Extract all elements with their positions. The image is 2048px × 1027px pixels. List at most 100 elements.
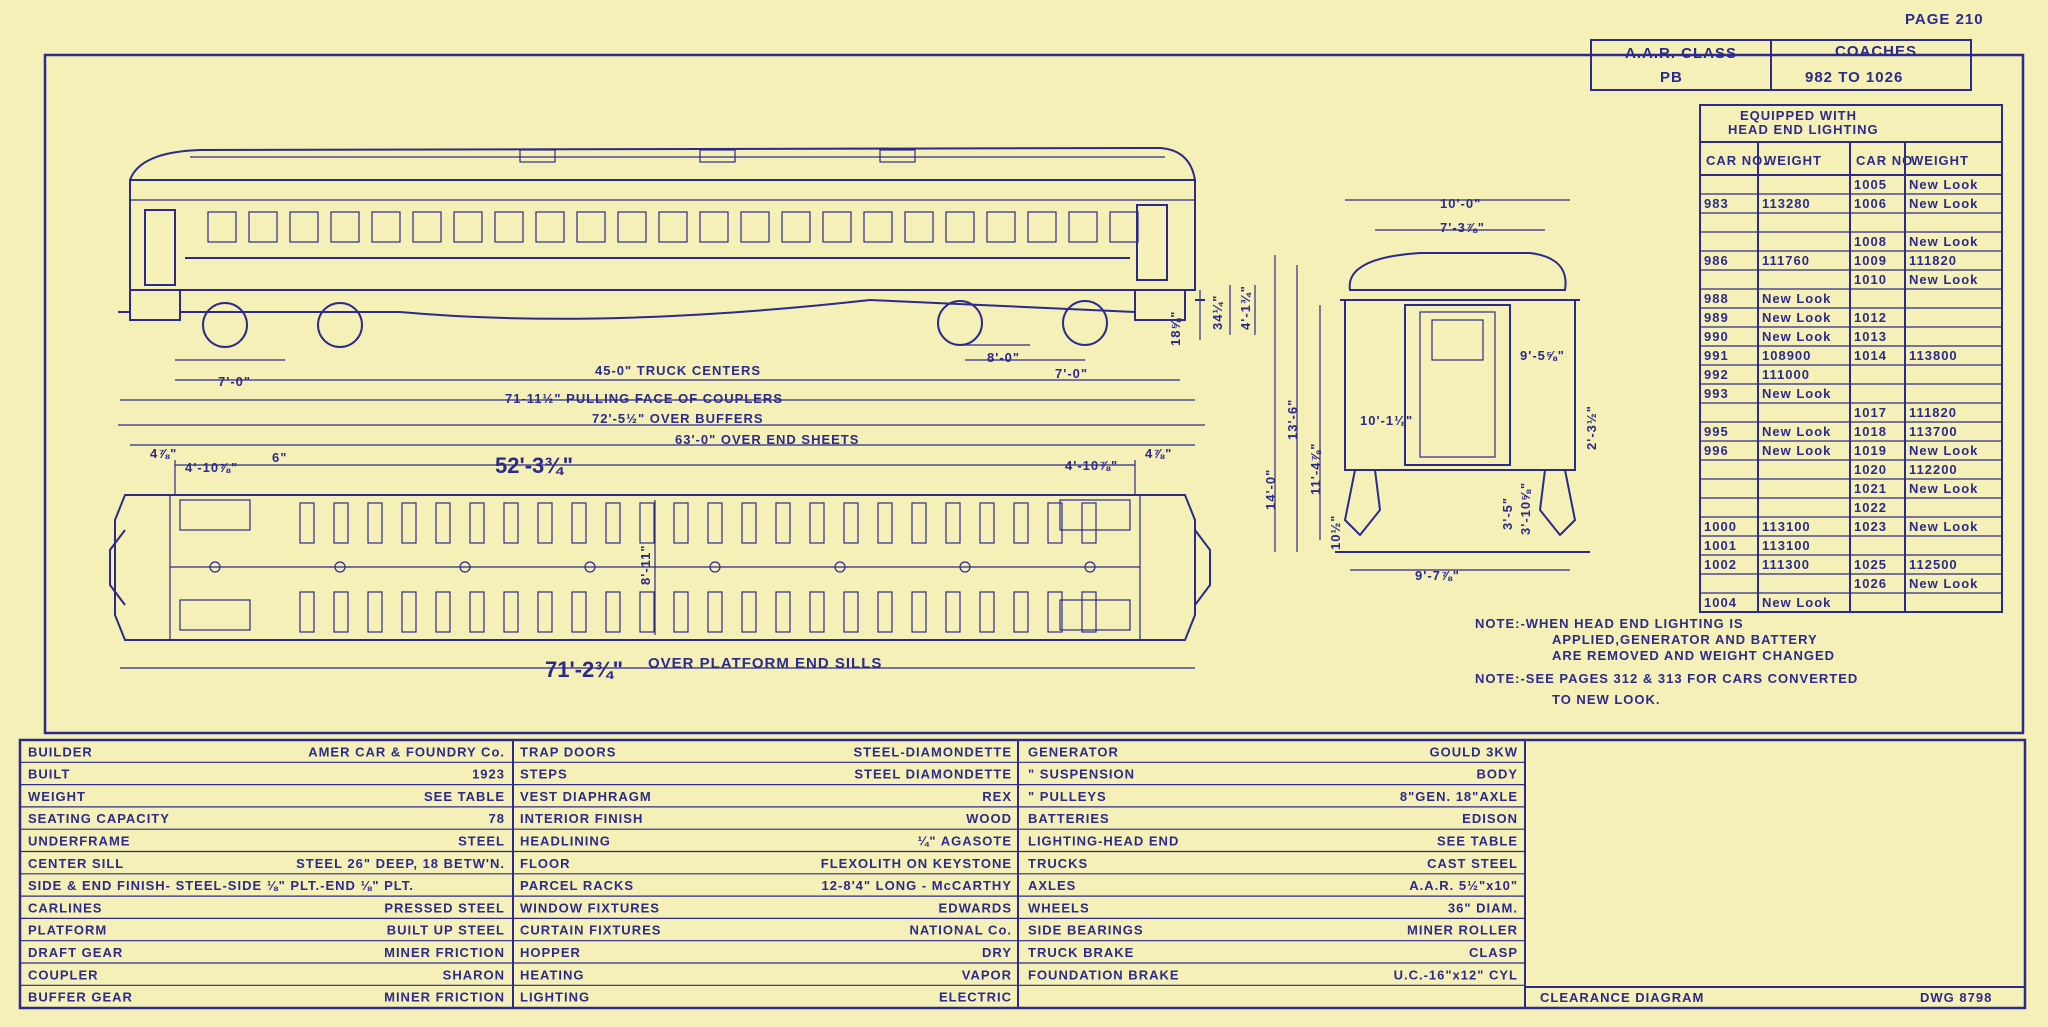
side-window — [494, 211, 524, 243]
seat — [299, 502, 315, 544]
spec-label: STEPS — [520, 767, 568, 782]
seat — [367, 502, 383, 544]
weights-title-line1: EQUIPPED WITH — [1740, 108, 1857, 123]
spec-value: MINER ROLLER — [1407, 923, 1518, 938]
spec-value: PRESSED STEEL — [384, 900, 505, 915]
weights-cell: 111000 — [1762, 367, 1810, 382]
page-label: PAGE 210 — [1905, 11, 1984, 28]
spec-label: " PULLEYS — [1028, 789, 1107, 804]
spec-label: LIGHTING-HEAD END — [1028, 834, 1179, 849]
plan-view: 52'-3¾" 4⅞" 4'-10⅞" 6" 4'-10⅞" 4⅞" 8'-11… — [109, 446, 1211, 682]
end-step-d: 10½" — [1328, 515, 1343, 550]
seat — [673, 591, 689, 633]
weights-cell: 1022 — [1854, 500, 1887, 515]
weights-cell: 990 — [1704, 329, 1729, 344]
weights-cell: 112200 — [1909, 462, 1958, 477]
note2-line1: NOTE:-SEE PAGES 312 & 313 FOR CARS CONVE… — [1475, 671, 1858, 686]
seat — [741, 591, 757, 633]
seat — [979, 591, 995, 633]
weights-cell: New Look — [1762, 443, 1831, 458]
center-pin — [1084, 561, 1096, 573]
weights-header: WEIGHT — [1764, 153, 1822, 168]
spec-value: GOULD 3KW — [1430, 744, 1518, 759]
side-window — [207, 211, 237, 243]
seat — [333, 502, 349, 544]
weights-cell: 1018 — [1854, 424, 1887, 439]
spec-value: BUILT UP STEEL — [387, 923, 505, 938]
clearance-diagram-label: CLEARANCE DIAGRAM — [1540, 990, 1704, 1005]
spec-label: CENTER SILL — [28, 856, 124, 871]
weights-cell: 988 — [1704, 291, 1729, 306]
weights-cell: 1023 — [1854, 519, 1887, 534]
weights-cell: New Look — [1909, 481, 1978, 496]
weights-cell: 992 — [1704, 367, 1729, 382]
side-window — [863, 211, 893, 243]
weights-cell: 111820 — [1909, 405, 1957, 420]
spec-label: TRUCKS — [1028, 856, 1088, 871]
center-pin — [709, 561, 721, 573]
spec-label: PARCEL RACKS — [520, 878, 634, 893]
seat — [877, 591, 893, 633]
plan-overall-dim: 52'-3¾" — [495, 453, 573, 478]
weights-cell: 113280 — [1762, 196, 1811, 211]
weights-cell: New Look — [1909, 177, 1978, 192]
weights-cell: 989 — [1704, 310, 1729, 325]
weights-cell: 1021 — [1854, 481, 1887, 496]
seat — [401, 591, 417, 633]
side-window — [781, 211, 811, 243]
weights-cell: 111300 — [1762, 557, 1810, 572]
seat — [809, 502, 825, 544]
seat — [1047, 502, 1063, 544]
side-window — [371, 211, 401, 243]
weights-cell: 996 — [1704, 443, 1729, 458]
weights-cell: 1014 — [1854, 348, 1887, 363]
end-side-b: 10'-1⅛" — [1360, 413, 1413, 428]
spec-label: BUFFER GEAR — [28, 990, 133, 1005]
end-step-c: 3'-5" — [1500, 497, 1515, 530]
spec-label: BATTERIES — [1028, 811, 1110, 826]
seat — [809, 591, 825, 633]
plan-width: 8'-11" — [638, 544, 653, 585]
seat — [401, 502, 417, 544]
weights-cell: New Look — [1762, 595, 1831, 610]
weights-cell: New Look — [1909, 443, 1978, 458]
end-height-total: 14'-0" — [1263, 469, 1278, 510]
weights-cell: 1012 — [1854, 310, 1887, 325]
weights-cell: 1008 — [1854, 234, 1887, 249]
seat — [639, 502, 655, 544]
seat — [741, 502, 757, 544]
spec-value: BODY — [1476, 767, 1518, 782]
plan-left-b: 4'-10⅞" — [185, 460, 238, 475]
seat — [367, 591, 383, 633]
side-elevation — [118, 146, 1205, 348]
spec-label: CURTAIN FIXTURES — [520, 923, 661, 938]
end-view: 10'-0" 7'-3⅞" 9'-5⅝" 10'-1⅛" 14'-0" 13'-… — [1263, 196, 1599, 583]
end-bottom-width: 9'-7⅞" — [1415, 568, 1460, 583]
seat — [911, 591, 927, 633]
weights-cell: 112500 — [1909, 557, 1958, 572]
dim-truck-wheelbase-right: 7'-0" — [1055, 366, 1088, 381]
weights-cell: 113100 — [1762, 519, 1811, 534]
seat — [1013, 591, 1029, 633]
spec-label: WHEELS — [1028, 900, 1090, 915]
aar-class-value: PB — [1660, 69, 1683, 86]
seat — [435, 502, 451, 544]
seat — [673, 502, 689, 544]
seat — [1081, 591, 1097, 633]
end-height-b: 13'-6" — [1285, 399, 1300, 440]
side-window — [1027, 211, 1057, 243]
spec-label: WINDOW FIXTURES — [520, 900, 660, 915]
spec-value: A.A.R. 5½"x10" — [1409, 878, 1518, 893]
seat — [435, 591, 451, 633]
weights-cell: New Look — [1762, 291, 1831, 306]
spec-label: FOUNDATION BRAKE — [1028, 967, 1180, 982]
weights-cell: 111760 — [1762, 253, 1810, 268]
side-window — [740, 211, 770, 243]
end-step-a: 2'-3½" — [1584, 405, 1599, 450]
dim-truck-centers: 45-0" TRUCK CENTERS — [595, 363, 761, 378]
side-window — [904, 211, 934, 243]
seat — [299, 591, 315, 633]
end-width-top: 10'-0" — [1440, 196, 1481, 211]
note1-line1: NOTE:-WHEN HEAD END LIGHTING IS — [1475, 616, 1744, 631]
